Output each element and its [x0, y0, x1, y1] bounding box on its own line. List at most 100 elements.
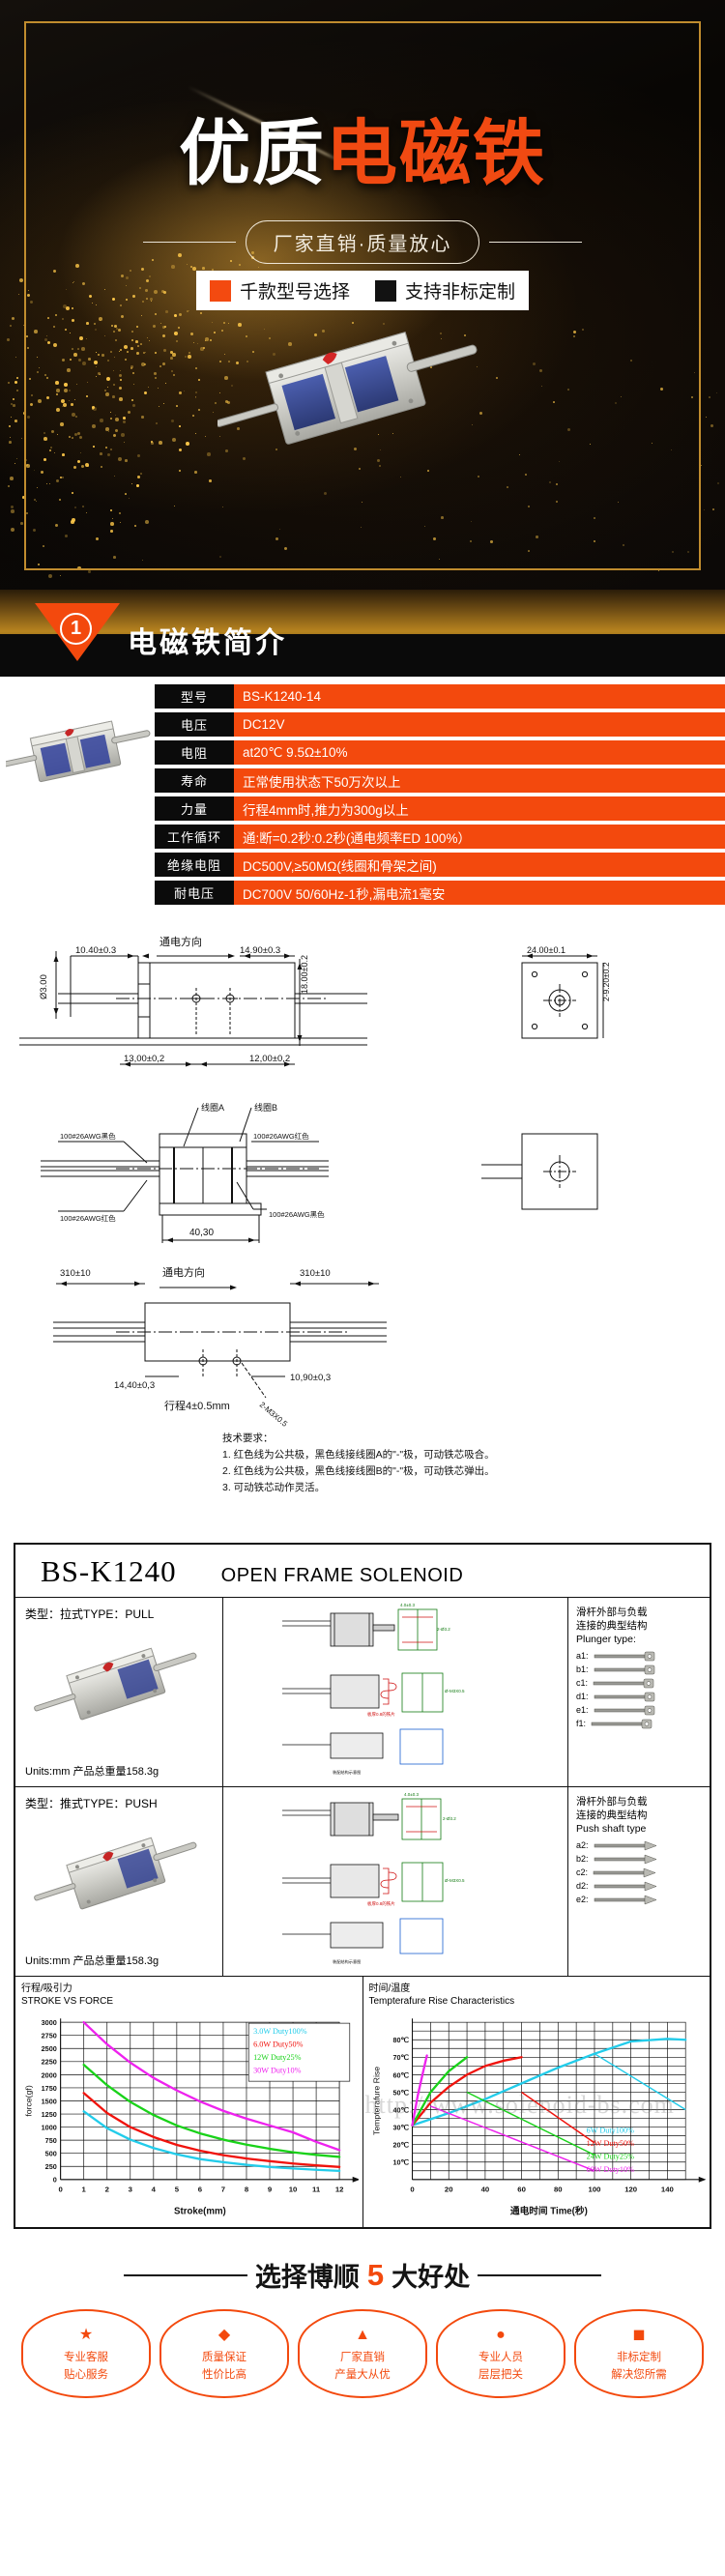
plunger-shape-icon [593, 1881, 668, 1892]
hero-line-right [489, 242, 582, 243]
svg-text:板厚0.8的铁片: 板厚0.8的铁片 [367, 1900, 395, 1907]
spec-key: 电阻 [155, 740, 234, 765]
chart-right-svg: 02040608010012014010℃20℃30℃40℃50℃60℃70℃8… [369, 2010, 707, 2220]
svg-text:20℃: 20℃ [392, 2141, 408, 2150]
plunger-option-label: d1: [576, 1692, 589, 1701]
plunger-option-label: a2: [576, 1840, 589, 1850]
svg-text:11: 11 [312, 2185, 321, 2193]
footer-benefit-card[interactable]: ◼ 非标定制 解决您所需 [574, 2309, 704, 2398]
benefit-icon: ★ [79, 2324, 93, 2347]
hero-subtitle-row: 厂家直销·质量放心 [0, 220, 725, 264]
plunger-shape-icon [593, 1840, 668, 1851]
hero-badge-custom: 支持非标定制 [375, 277, 515, 304]
plunger-shape-icon [593, 1895, 668, 1905]
datasheet-model: BS-K1240 [41, 1554, 177, 1589]
svg-text:60W Duty10%: 60W Duty10% [586, 2165, 634, 2174]
footer-benefit-cards: ★ 专业客服 贴心服务 ◆ 质量保证 性价比高 ▲ 厂家直销 产量大从优 ● 专… [0, 2303, 725, 2419]
chart-left-caption: 行程/吸引力 STROKE VS FORCE [21, 1983, 359, 2008]
push-type-label: 类型：推式TYPE：PUSH [25, 1795, 217, 1811]
svg-text:Stroke(mm): Stroke(mm) [174, 2207, 226, 2217]
spec-value: DC500V,≥50MΩ(线圈和骨架之间) [234, 853, 725, 877]
svg-text:3: 3 [129, 2185, 133, 2193]
plunger-option: b2: [576, 1854, 706, 1865]
hero-subtitle: 厂家直销·质量放心 [246, 220, 480, 264]
svg-text:100#26AWG红色: 100#26AWG红色 [60, 1213, 116, 1223]
svg-text:6: 6 [198, 2185, 203, 2193]
svg-text:板厚0.8的铁片: 板厚0.8的铁片 [367, 1711, 395, 1718]
push-product-photo [25, 1815, 209, 1931]
svg-text:70℃: 70℃ [392, 2053, 408, 2062]
benefit-line-2: 贴心服务 [64, 2367, 108, 2384]
svg-text:100#26AWG红色: 100#26AWG红色 [253, 1131, 309, 1141]
spec-row: 绝缘电阻 DC500V,≥50MΩ(线圈和骨架之间) [155, 853, 725, 877]
benefit-line-1: 专业人员 [478, 2350, 523, 2366]
plunger-option-label: a1: [576, 1651, 589, 1661]
section-header-intro: 1 电磁铁简介 [0, 590, 725, 677]
plunger-shape-icon [590, 1719, 665, 1729]
chart-stroke-vs-force: 行程/吸引力 STROKE VS FORCE 01234567891011120… [15, 1977, 362, 2227]
footer-title-prefix: 选择博顺 [255, 2256, 360, 2294]
plunger-option-label: e1: [576, 1705, 589, 1715]
spec-row: 型号 BS-K1240-14 [155, 684, 725, 709]
plunger-option: a2: [576, 1840, 706, 1851]
svg-text:2500: 2500 [42, 2044, 57, 2053]
spec-key: 寿命 [155, 768, 234, 793]
spec-row: 力量 行程4mm时,推力为300g以上 [155, 796, 725, 821]
svg-text:10℃: 10℃ [392, 2158, 408, 2167]
footer-benefit-card[interactable]: ◆ 质量保证 性价比高 [160, 2309, 289, 2398]
benefit-line-2: 层层把关 [478, 2367, 523, 2384]
spec-value: 行程4mm时,推力为300g以上 [234, 796, 725, 821]
plunger-option-label: d2: [576, 1881, 589, 1891]
svg-text:3. 可动铁芯动作灵活。: 3. 可动铁芯动作灵活。 [222, 1481, 325, 1493]
product-thumbnail-image [6, 702, 151, 808]
svg-text:2. 红色线为公共极，黑色线接线圈B的"-"极，可动铁芯弹出: 2. 红色线为公共极，黑色线接线圈B的"-"极，可动铁芯弹出。 [222, 1464, 495, 1477]
plunger-shape-icon [593, 1651, 668, 1662]
push-units: Units:mm 产品总重量158.3g [25, 1953, 159, 1968]
svg-text:18.00±0.2: 18.00±0.2 [300, 955, 309, 994]
datasheet-header: BS-K1240 OPEN FRAME SOLENOID [15, 1545, 710, 1597]
plunger-option: f1: [576, 1719, 706, 1729]
svg-text:2250: 2250 [42, 2058, 57, 2067]
spec-value: DC700V 50/60Hz-1秒,漏电流1毫安 [234, 881, 725, 905]
product-thumbnail [0, 684, 155, 909]
svg-text:100: 100 [588, 2185, 600, 2193]
spec-key: 电压 [155, 712, 234, 737]
chart-temperature-rise: 时间/温度 Tempterafure Rise Characteristics … [362, 1977, 710, 2227]
svg-text:12,00±0,2: 12,00±0,2 [249, 1054, 290, 1064]
svg-text:20: 20 [444, 2185, 452, 2193]
svg-text:100#26AWG黑色: 100#26AWG黑色 [269, 1209, 325, 1219]
footer-benefit-card[interactable]: ● 专业人员 层层把关 [436, 2309, 566, 2398]
benefit-line-2: 解决您所需 [611, 2367, 667, 2384]
section-number: 1 [60, 613, 92, 645]
plunger-option: a1: [576, 1651, 706, 1662]
svg-text:1000: 1000 [42, 2123, 57, 2131]
svg-text:通电时间 Time(秒): 通电时间 Time(秒) [509, 2205, 587, 2217]
plunger-option: e2: [576, 1895, 706, 1905]
chart-left-svg: 0123456789101112025050075010001250150017… [21, 2010, 359, 2220]
hero-badges: 千款型号选择 支持非标定制 [196, 271, 529, 310]
svg-text:12W Duty50%: 12W Duty50% [586, 2139, 634, 2148]
svg-text:6W Duty100%: 6W Duty100% [586, 2126, 634, 2134]
svg-text:线圈B: 线圈B [254, 1102, 277, 1113]
svg-text:1: 1 [82, 2185, 87, 2193]
svg-text:12: 12 [335, 2185, 344, 2193]
spec-key: 绝缘电阻 [155, 853, 234, 877]
svg-text:2000: 2000 [42, 2070, 57, 2079]
svg-text:30℃: 30℃ [392, 2123, 408, 2131]
svg-text:5: 5 [175, 2185, 180, 2193]
svg-text:2: 2 [105, 2185, 109, 2193]
plunger-option: d2: [576, 1881, 706, 1892]
footer-benefit-card[interactable]: ★ 专业客服 贴心服务 [21, 2309, 151, 2398]
footer-benefit-card[interactable]: ▲ 厂家直销 产量大从优 [298, 2309, 427, 2398]
spec-value: DC12V [234, 712, 725, 737]
pull-drawing-cell: 4.0±0.3 2-Ø3.2 板厚0.8的铁片 Ø-M3X0.5 [223, 1598, 568, 1786]
svg-text:行程4±0.5mm: 行程4±0.5mm [164, 1400, 230, 1412]
svg-text:4.0±0.3: 4.0±0.3 [400, 1603, 415, 1607]
datasheet-title: OPEN FRAME SOLENOID [221, 1565, 464, 1587]
svg-text:10,90±0,3: 10,90±0,3 [290, 1373, 331, 1383]
pull-plunger-cell: 滑杆外部与负载 连接的典型结构 Plunger type: a1: b1: c1… [568, 1598, 710, 1786]
footer-title: 选择博顺 5 大好处 [124, 2256, 601, 2294]
spec-value: at20℃ 9.5Ω±10% [234, 740, 725, 765]
plunger-option-label: c1: [576, 1678, 588, 1688]
footer-title-suffix: 大好处 [392, 2256, 470, 2294]
